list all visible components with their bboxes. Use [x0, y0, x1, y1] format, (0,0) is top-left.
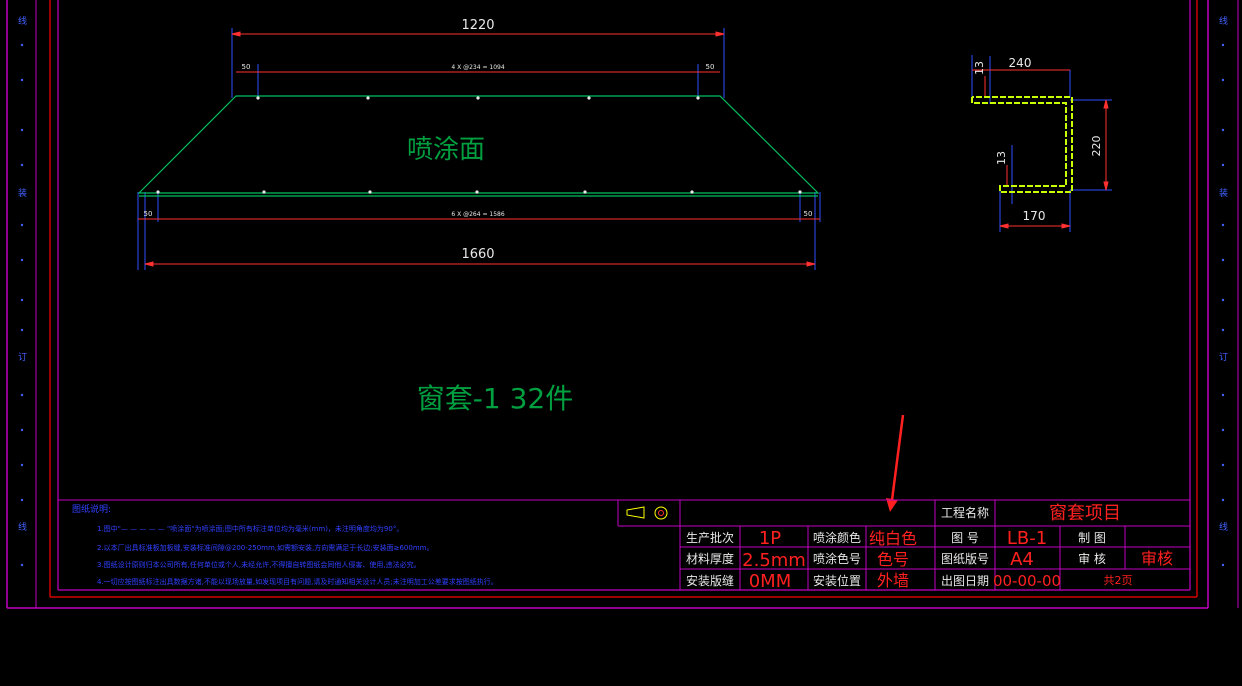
side-mark-right-3: 订 [1219, 352, 1228, 363]
front-view: 1220 50 4 X @234 = 1094 50 喷涂面 50 6 X @2… [137, 18, 821, 270]
color-code-value: 色号 [877, 550, 909, 569]
spray-color-label: 喷涂颜色 [813, 530, 861, 545]
side-mark-right-1: 线 [1219, 15, 1228, 27]
drawing-no-value: LB-1 [1007, 528, 1047, 549]
page-count: 共2页 [1104, 574, 1133, 587]
notes-title: 图纸说明: [72, 503, 111, 515]
bottom-right-edge-dim: 50 [804, 210, 813, 218]
height-dim: 220 [1090, 136, 1103, 157]
draw-label: 制 图 [1078, 531, 1106, 545]
part-label: 窗套-1 32件 [417, 382, 573, 415]
notes-line-2: 2.以本厂出具标准板加板缝,安装标准间隙@200-250mm,如需额安装,方向需… [97, 543, 433, 552]
bottom-left-edge-dim: 50 [144, 210, 153, 218]
side-marks: 线 装 订 线 线 装 订 线 [18, 15, 1228, 567]
projection-symbol [626, 506, 668, 520]
top-width-dim: 1220 [461, 18, 494, 33]
side-mark-left-4: 线 [18, 521, 27, 533]
top-right-edge-dim: 50 [706, 63, 715, 71]
sheet-frame [6, 0, 1239, 609]
batch-label: 生产批次 [686, 530, 734, 545]
bottom-width-dim: 1660 [461, 247, 494, 262]
top-left-edge-dim: 50 [242, 63, 251, 71]
spray-color-value: 纯白色 [869, 529, 917, 548]
issue-date-value: 00-00-00 [993, 572, 1061, 590]
bottom-spacing-dim: 6 X @264 = 1586 [451, 211, 504, 218]
issue-date-label: 出图日期 [941, 574, 989, 588]
top-spacing-dim: 4 X @234 = 1094 [451, 64, 504, 71]
install-position-label: 安装位置 [813, 573, 861, 588]
sheet-size-label: 图纸版号 [941, 552, 989, 566]
side-mark-right-4: 线 [1219, 521, 1228, 533]
review-value: 审核 [1141, 549, 1173, 568]
notes-line-3: 3.图纸设计原则归本公司所有,任何单位或个人,未经允许,不得擅自转图纸会同他人侵… [97, 560, 421, 569]
section-view: 240 13 220 13 170 [971, 55, 1112, 232]
batch-value: 1P [759, 528, 781, 549]
review-label: 审 核 [1078, 551, 1106, 566]
sheet-size-value: A4 [1010, 549, 1034, 570]
drawing-notes: 图纸说明: 1.图中"— — — — — "喷涂面"为喷涂面;图中所有标注单位均… [72, 503, 498, 586]
color-code-label: 喷涂色号 [813, 551, 861, 566]
install-gap-label: 安装版缝 [686, 573, 734, 588]
project-name-label: 工程名称 [941, 505, 989, 520]
lip-top-dim: 13 [973, 61, 986, 75]
side-mark-left-3: 订 [18, 352, 27, 363]
side-mark-left-1: 线 [18, 15, 27, 27]
spray-face-label: 喷涂面 [407, 135, 485, 165]
side-mark-right-2: 装 [1219, 187, 1228, 199]
red-arrow [886, 414, 905, 512]
install-gap-value: 0MM [749, 571, 792, 592]
side-mark-left-2: 装 [18, 187, 27, 199]
thickness-label: 材料厚度 [686, 551, 734, 566]
lip-bottom-dim: 13 [995, 151, 1008, 165]
top-flange-dim: 240 [1009, 56, 1032, 70]
install-position-value: 外墙 [877, 571, 909, 590]
notes-line-1: 1.图中"— — — — — "喷涂面"为喷涂面;图中所有标注单位均为毫米(mm… [97, 524, 403, 533]
project-name-value: 窗套项目 [1049, 503, 1121, 524]
title-block: 图纸说明: 1.图中"— — — — — "喷涂面"为喷涂面;图中所有标注单位均… [58, 499, 1190, 592]
drawing-no-label: 图 号 [951, 531, 979, 545]
notes-line-4: 4.一切应按图纸标注出具数据方诸,不能以现场放量,如发现项目有问题,请及时通知相… [97, 577, 498, 586]
bottom-flange-dim: 170 [1023, 209, 1046, 223]
thickness-value: 2.5mm [742, 550, 806, 571]
